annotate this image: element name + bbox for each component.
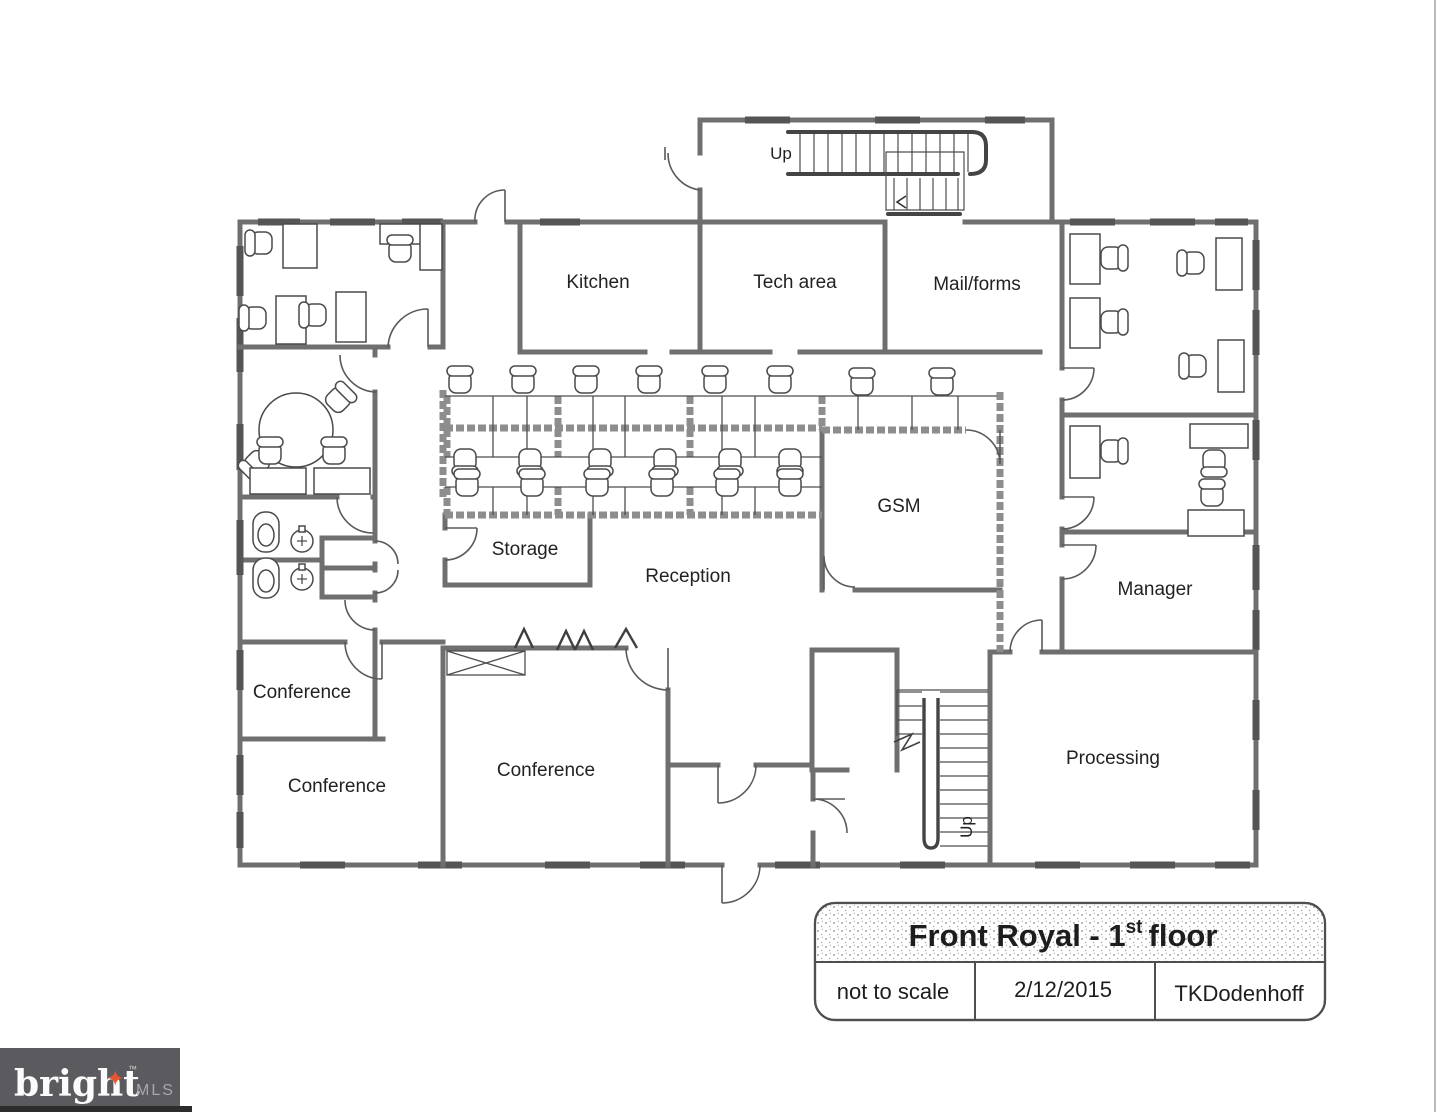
doors — [336, 147, 1097, 904]
logo-brand-text: bright — [14, 1063, 140, 1105]
logo-background — [0, 1048, 180, 1108]
plan-date: 2/12/2015 — [1014, 977, 1112, 1002]
room-label-kitchen: Kitchen — [566, 272, 629, 293]
top-left-office-furniture — [238, 223, 443, 345]
room-label-manager: Manager — [1118, 579, 1194, 600]
room-label-storage: Storage — [492, 539, 559, 560]
stair-arrow-icon — [895, 195, 907, 209]
room-label-processing: Processing — [1066, 748, 1160, 769]
scale-note: not to scale — [837, 979, 950, 1004]
room-label-conference-small: Conference — [253, 682, 351, 703]
interior-walls — [237, 219, 1259, 868]
logo-suffix-text: MLS — [136, 1082, 175, 1099]
room-label-gsm: GSM — [877, 496, 920, 517]
logo-star-icon: ✦ — [106, 1066, 124, 1091]
x-closet — [446, 650, 526, 676]
scan-edge-bottom — [0, 1106, 192, 1112]
plan-title-super: st — [1126, 917, 1144, 938]
room-label-conference-left: Conference — [288, 776, 386, 797]
chevron-door-marks — [513, 626, 639, 651]
stairs-bottom — [893, 689, 988, 850]
stairs-up-label-top: Up — [770, 144, 792, 163]
logo-tm: ™ — [128, 1064, 137, 1074]
plan-author: TKDodenhoff — [1174, 981, 1304, 1006]
right-offices-furniture — [1069, 233, 1249, 537]
plan-title-main: Front Royal - 1 — [909, 918, 1126, 953]
outer-walls — [236, 116, 1260, 869]
plan-title-tail: floor — [1149, 918, 1218, 953]
round-table-room-furniture — [235, 378, 371, 495]
room-label-conference-main: Conference — [497, 760, 595, 781]
stair-break-mark — [893, 732, 921, 752]
room-label-reception: Reception — [645, 566, 731, 587]
title-band-texture — [815, 903, 1325, 962]
stairs-top — [786, 130, 988, 216]
open-office-desks — [445, 365, 997, 515]
room-labels: Kitchen Tech area Mail/forms GSM Storage… — [253, 144, 1193, 838]
stairs-up-label-bottom: Up — [957, 816, 976, 838]
room-label-tech-area: Tech area — [753, 272, 837, 293]
scan-edge-right — [1434, 0, 1436, 1112]
room-label-mail-forms: Mail/forms — [933, 274, 1021, 295]
brand-logo: bright ✦ ™ MLS — [0, 1048, 192, 1112]
